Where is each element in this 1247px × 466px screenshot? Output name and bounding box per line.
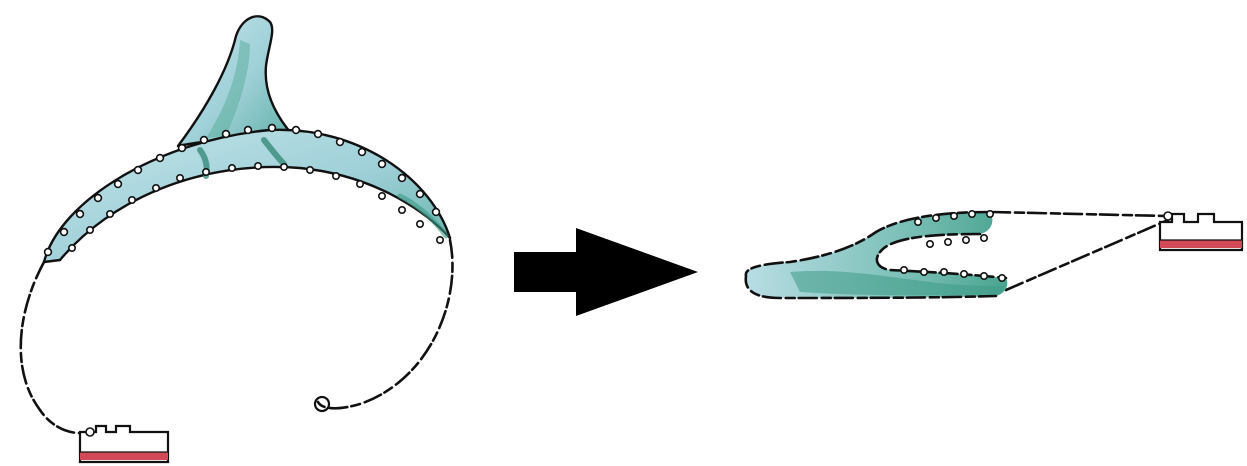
pursed-net-shade	[790, 270, 1004, 296]
pursed-floats	[899, 210, 1006, 282]
inner-floats	[68, 162, 444, 253]
pursed-net-group	[744, 210, 1244, 300]
line-end-loop	[313, 395, 331, 413]
purse-line-right	[316, 238, 454, 410]
outer-floats	[43, 123, 441, 257]
purse-line-left	[19, 260, 90, 435]
fishing-boat-icon-left	[78, 424, 170, 464]
net-arc-left-cap	[42, 258, 62, 264]
open-net-group	[19, 15, 454, 464]
pursed-net-outline	[744, 210, 998, 300]
tow-line-lower	[1004, 218, 1170, 292]
net-shade-3	[397, 193, 449, 239]
tow-line-upper	[990, 210, 1168, 218]
pursed-net-inner-outline	[875, 232, 1008, 280]
net-shade-2	[261, 137, 287, 167]
net-upper-shade	[206, 40, 250, 138]
right-arrow-icon	[514, 228, 698, 316]
net-arc-band	[44, 129, 450, 262]
fishing-boat-icon-right	[1158, 211, 1244, 252]
